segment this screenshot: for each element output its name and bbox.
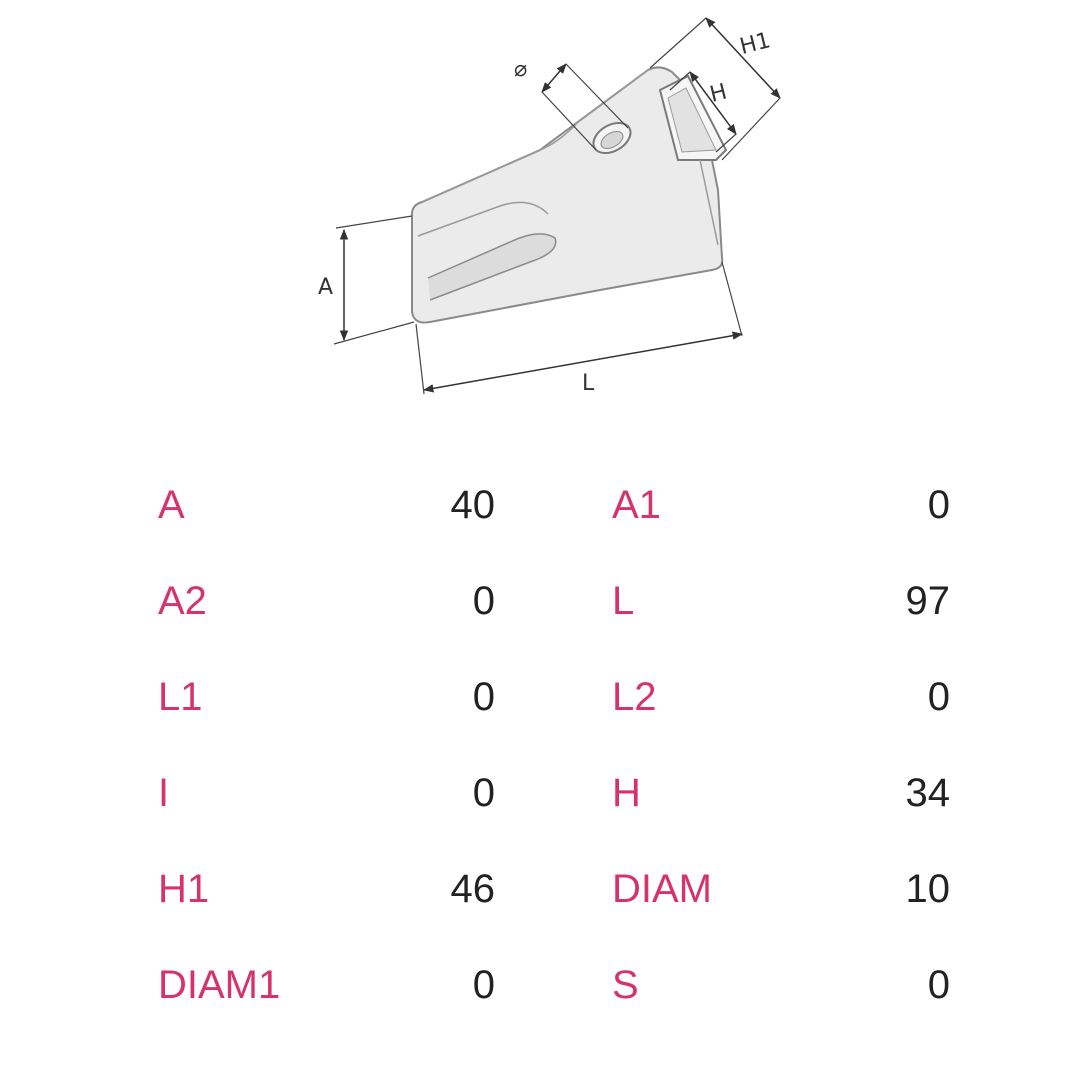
dim-diameter: ⌀ <box>514 57 629 151</box>
spec-row: DIAM1 0 S 0 <box>0 938 1080 1034</box>
spec-label-a2: A2 <box>158 579 207 623</box>
spec-value-diam: 10 <box>905 867 951 911</box>
spec-label-a1: A1 <box>612 483 661 527</box>
spec-label-h: H <box>612 771 641 815</box>
spec-label-s: S <box>612 963 639 1007</box>
spec-label-a: A <box>158 483 185 527</box>
tooth-drawing: ⌀ H1 H A L <box>318 17 781 396</box>
dim-label-diam: ⌀ <box>514 57 527 82</box>
spec-label-diam: DIAM <box>612 867 712 911</box>
spec-value-s: 0 <box>927 963 950 1007</box>
spec-value-h: 34 <box>905 771 951 815</box>
specs-table: A 40 A1 0 A2 0 L 97 L1 0 L2 0 I 0 H 34 H… <box>0 458 1080 1034</box>
tooth-groove-top <box>417 201 549 237</box>
spec-label-l: L <box>612 579 635 623</box>
dim-label-h: H <box>707 80 729 108</box>
spec-row: I 0 H 34 <box>0 746 1080 842</box>
spec-row: H1 46 DIAM 10 <box>0 842 1080 938</box>
tooth-ridge <box>421 69 649 203</box>
spec-value-l2: 0 <box>927 675 950 719</box>
dim-label-h1: H1 <box>737 28 773 60</box>
spec-value-l1: 0 <box>472 675 495 719</box>
spec-label-i: I <box>158 771 170 815</box>
spec-label-l2: L2 <box>612 675 657 719</box>
tooth-groove <box>427 233 557 301</box>
tooth-side-edge <box>699 159 719 246</box>
dim-label-l: L <box>582 371 595 396</box>
spec-value-i: 0 <box>472 771 495 815</box>
tooth-dimension-diagram: ⌀ H1 H A L <box>0 0 1080 420</box>
spec-value-l: 97 <box>905 579 951 623</box>
dim-l: L <box>415 261 744 396</box>
dim-label-a: A <box>318 275 333 300</box>
spec-value-a: 40 <box>450 483 496 527</box>
spec-value-diam1: 0 <box>472 963 495 1007</box>
spec-row: A 40 A1 0 <box>0 458 1080 554</box>
dim-a: A <box>318 215 415 345</box>
spec-label-diam1: DIAM1 <box>158 963 281 1007</box>
spec-value-h1: 46 <box>450 867 496 911</box>
spec-row: L1 0 L2 0 <box>0 650 1080 746</box>
dim-h: H <box>669 71 737 153</box>
spec-row: A2 0 L 97 <box>0 554 1080 650</box>
spec-label-l1: L1 <box>158 675 203 719</box>
pin-hole-inner <box>600 130 624 150</box>
spec-label-h1: H1 <box>158 867 210 911</box>
spec-value-a2: 0 <box>472 579 495 623</box>
spec-value-a1: 0 <box>927 483 950 527</box>
